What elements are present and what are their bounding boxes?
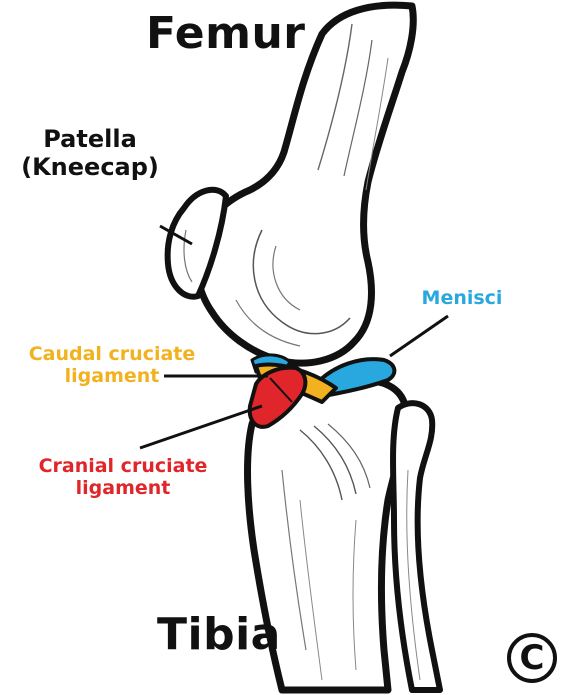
patella-label-line1: Patella [6,126,174,154]
menisci-leader-line [390,316,448,356]
tibia-label: Tibia [157,610,281,661]
menisci-label: Menisci [414,288,510,310]
cranial-label-line2: ligament [18,478,228,500]
cranial-cruciate-label: Cranial cruciate ligament [18,456,228,500]
caudal-label-line2: ligament [2,366,222,388]
caudal-label-line1: Caudal cruciate [2,344,222,366]
cranial-label-line1: Cranial cruciate [18,456,228,478]
fibula-bone [393,403,440,690]
copyright-icon: C [507,633,557,683]
caudal-cruciate-label: Caudal cruciate ligament [2,344,222,388]
patella-label: Patella (Kneecap) [6,126,174,181]
patella-label-line2: (Kneecap) [6,154,174,182]
cranial-leader-line [140,406,262,448]
femur-label: Femur [146,9,306,60]
